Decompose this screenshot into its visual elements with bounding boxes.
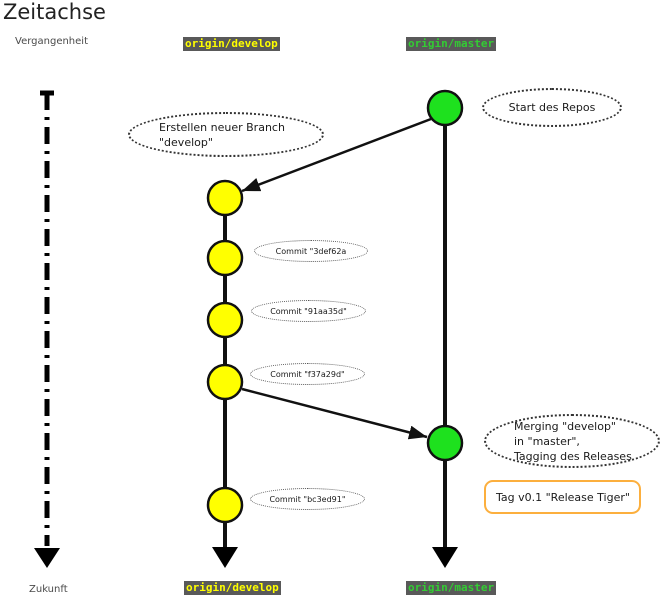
create-branch-bubble: Erstellen neuer Branch "develop" [128, 112, 324, 157]
commit-node-develop-2 [206, 239, 244, 277]
release-tag-text: Tag v0.1 "Release Tiger" [496, 490, 630, 504]
master-branch-arrowhead [432, 547, 458, 568]
merge-line1: Merging "develop" [514, 419, 616, 433]
commit-node-develop-5 [206, 486, 244, 524]
ref-origin-master-top: origin/master [406, 37, 497, 51]
commit-node-master-merge [426, 424, 464, 462]
develop-branch-arrowhead [212, 547, 238, 568]
merge-line3: Tagging des Releases [514, 449, 632, 463]
commit-node-develop-1 [206, 179, 244, 217]
merge-arrow [241, 387, 428, 440]
master-branch-line [432, 108, 458, 568]
commit-label-3: Commit "f37a29d" [250, 363, 365, 385]
merge-line2: in "master", [514, 434, 580, 448]
merge-bubble: Merging "develop" in "master", Tagging d… [484, 414, 660, 468]
ref-origin-develop-top: origin/develop [183, 37, 280, 51]
page-title: Zeitachse [3, 0, 106, 24]
create-branch-line1: Erstellen neuer Branch [159, 120, 285, 134]
ref-origin-master-bottom: origin/master [406, 581, 497, 595]
time-axis-arrow [34, 90, 60, 568]
future-label: Zukunft [29, 584, 68, 595]
branch-create-arrow [241, 117, 432, 193]
commit-label-1: Commit "3def62a [254, 240, 368, 262]
commit-label-4: Commit "bc3ed91" [250, 488, 365, 510]
start-repo-text: Start des Repos [508, 101, 596, 114]
past-label: Vergangenheit [15, 36, 88, 47]
start-repo-bubble: Start des Repos [482, 88, 622, 127]
commit-node-master-start [426, 89, 464, 127]
time-axis-arrowhead [34, 548, 60, 568]
commit-label-2: Commit "91aa35d" [251, 300, 366, 322]
commit-node-develop-3 [206, 301, 244, 339]
release-tag-box: Tag v0.1 "Release Tiger" [484, 480, 641, 514]
ref-origin-develop-bottom: origin/develop [184, 581, 281, 595]
create-branch-line2: "develop" [159, 135, 213, 149]
commit-node-develop-4 [206, 363, 244, 401]
